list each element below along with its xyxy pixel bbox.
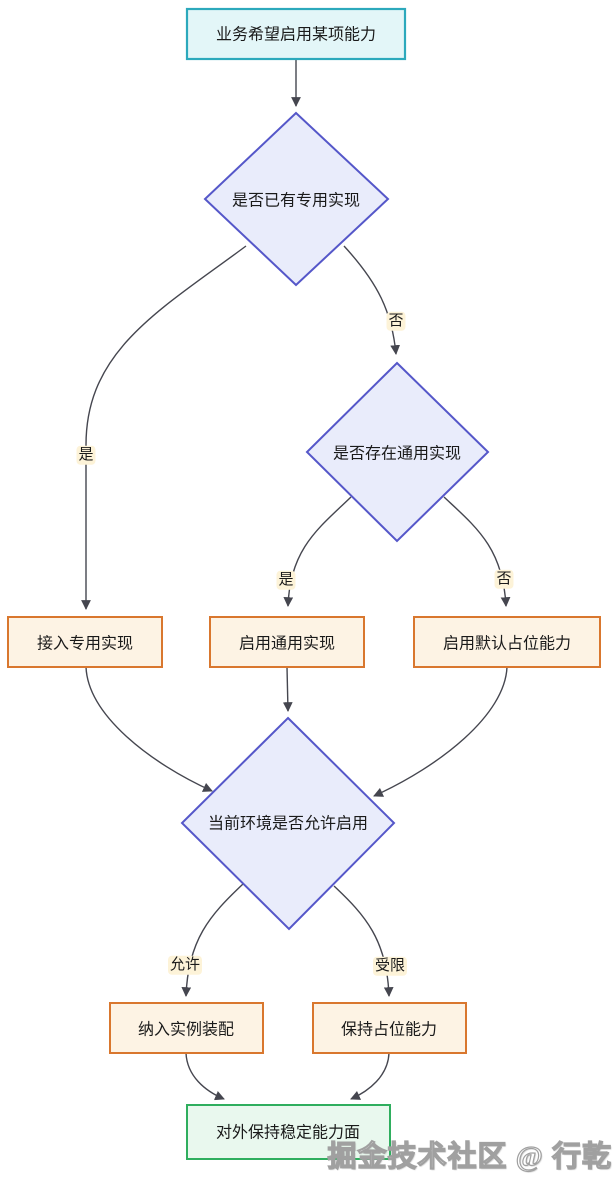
node-use-placeholder-label: 启用默认占位能力	[443, 635, 571, 653]
edge-has-dedicated-yes	[81, 245, 247, 610]
watermark: 掘金技术社区 @ 行乾	[327, 1140, 612, 1173]
node-keep-placeholder-shape	[312, 1002, 467, 1054]
edge-label-allow: 允许	[167, 955, 203, 975]
node-has-generic-shape	[305, 361, 490, 543]
edge-env-limited	[333, 885, 394, 997]
edge-label-limited: 受限	[372, 956, 408, 976]
node-env-allows-shape	[180, 716, 396, 931]
edge-use-dedicated-to-env	[85, 666, 213, 792]
node-use-generic-shape	[209, 616, 365, 668]
node-assemble-label: 纳入实例装配	[138, 1021, 234, 1039]
edge-has-dedicated-no	[343, 245, 401, 355]
node-use-generic-label: 启用通用实现	[239, 635, 335, 653]
node-env-allows-label: 当前环境是否允许启用	[208, 814, 368, 833]
nodes: 业务希望启用某项能力 是否已有专用实现 是否存在通用实现 接入专用实现 启用通用…	[7, 7, 601, 1160]
node-has-dedicated-label: 是否已有专用实现	[232, 192, 360, 210]
node-has-dedicated-shape	[203, 111, 390, 287]
edge-keep-to-stable	[350, 1052, 390, 1100]
edge-use-generic-to-env	[282, 666, 293, 712]
node-use-dedicated-shape	[7, 616, 163, 668]
edge-label-no-1: 否	[386, 311, 406, 331]
edge-assemble-to-stable	[185, 1052, 225, 1101]
node-start-label: 业务希望启用某项能力	[216, 26, 376, 44]
node-start-shape	[185, 7, 407, 61]
edge-label-yes-1: 是	[76, 445, 96, 465]
edge-env-allow	[181, 883, 244, 997]
node-stable-surface-label: 对外保持稳定能力面	[216, 1124, 360, 1142]
node-use-dedicated-label: 接入专用实现	[37, 635, 133, 653]
edge-has-generic-no	[443, 496, 511, 607]
edge-label-yes-2: 是	[276, 570, 296, 590]
node-keep-placeholder-label: 保持占位能力	[341, 1021, 437, 1039]
node-assemble-shape	[109, 1002, 264, 1054]
node-use-placeholder-shape	[413, 616, 601, 668]
edge-label-no-2: 否	[494, 569, 514, 589]
edge-use-placeholder-to-env	[373, 666, 508, 797]
edge-has-generic-yes	[283, 496, 352, 607]
edges	[81, 59, 511, 1101]
node-stable-surface-shape	[186, 1104, 391, 1160]
node-has-generic-label: 是否存在通用实现	[333, 445, 461, 463]
